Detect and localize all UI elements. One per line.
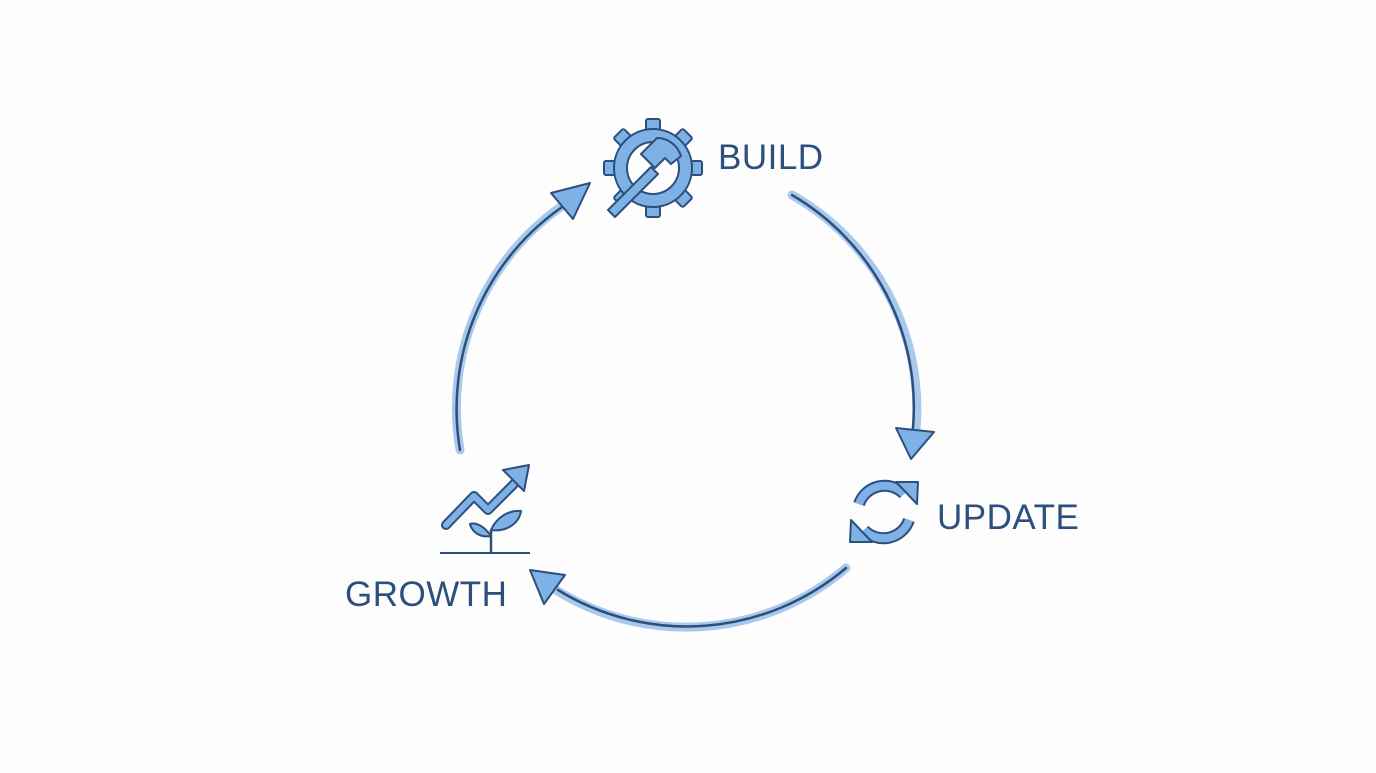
stage-label-growth: GROWTH bbox=[345, 575, 508, 614]
refresh-icon bbox=[849, 479, 919, 545]
stage-label-build: BUILD bbox=[718, 138, 824, 177]
arrowhead-update bbox=[895, 427, 935, 460]
gear-hammer-icon bbox=[603, 118, 703, 218]
hammer-icon bbox=[607, 137, 682, 218]
arrow-growth-to-build bbox=[451, 182, 591, 455]
growth-chart-plant-icon bbox=[440, 464, 530, 554]
plant-icon bbox=[469, 509, 522, 552]
stage-label-update: UPDATE bbox=[937, 498, 1080, 537]
arrowhead-build bbox=[550, 182, 591, 220]
trend-arrow-icon bbox=[441, 464, 530, 530]
arrowhead-growth bbox=[529, 569, 566, 605]
arrow-update-to-growth bbox=[529, 563, 851, 632]
arrow-build-to-update bbox=[787, 190, 935, 460]
